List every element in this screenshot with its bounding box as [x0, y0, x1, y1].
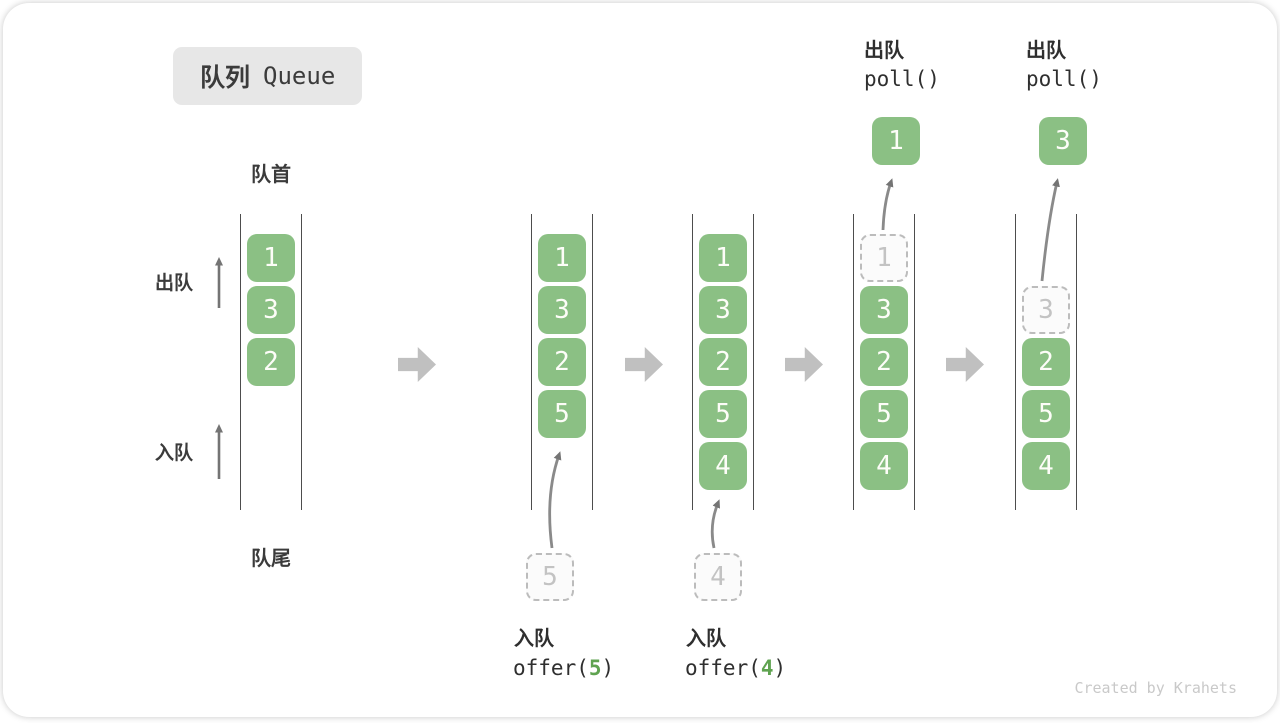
code-arg: 4 [760, 656, 774, 680]
queue-box: 5 [1022, 390, 1070, 438]
label-queue-front: 队首 [251, 162, 291, 186]
queue-channel-state3 [692, 214, 754, 510]
title-zh: 队列 [200, 63, 251, 92]
queue-box: 2 [538, 338, 586, 386]
dequeue-op-name: 出队 [1026, 38, 1066, 62]
code-arg: 5 [588, 656, 602, 680]
queue-box: 2 [247, 338, 295, 386]
label-dequeue-side: 出队 [155, 272, 194, 294]
enqueue-op-name: 入队 [686, 626, 726, 650]
transition-arrow-icon [946, 347, 984, 382]
queue-box: 1 [247, 234, 295, 282]
watermark-credit: Created by Krahets [1074, 679, 1237, 697]
queue-box: 4 [860, 442, 908, 490]
transition-arrow-icon [625, 347, 663, 382]
transition-arrow-icon [785, 347, 823, 382]
enqueue-op-code: offer(5) [513, 656, 614, 680]
queue-box: 5 [860, 390, 908, 438]
code-prefix: offer( [513, 656, 589, 680]
queue-box: 4 [699, 442, 747, 490]
enqueue-op-code: offer(4) [685, 656, 786, 680]
staged-enqueue-box: 4 [694, 553, 742, 601]
queue-box: 3 [538, 286, 586, 334]
dequeue-op-code: poll() [1026, 67, 1102, 91]
queue-box: 1 [699, 234, 747, 282]
queue-box-removed: 1 [860, 234, 908, 282]
dequeued-result-box: 1 [872, 117, 920, 165]
queue-box: 5 [699, 390, 747, 438]
code-prefix: offer( [685, 656, 761, 680]
diagram-card: 队列 Queue 队首 队尾 出队 入队 1 3 2 1 3 2 5 1 3 2… [3, 3, 1277, 717]
code-suffix: ) [601, 656, 615, 680]
dequeued-result-box: 3 [1039, 117, 1087, 165]
queue-box: 4 [1022, 442, 1070, 490]
title-en: Queue [263, 62, 336, 90]
queue-channel-state5 [1015, 214, 1077, 510]
staged-enqueue-box: 5 [526, 553, 574, 601]
queue-box: 3 [860, 286, 908, 334]
queue-box-removed: 3 [1022, 286, 1070, 334]
code-suffix: ) [773, 656, 787, 680]
dequeue-op-name: 出队 [864, 38, 904, 62]
queue-box: 3 [699, 286, 747, 334]
queue-diagram: 队列 Queue 队首 队尾 出队 入队 1 3 2 1 3 2 5 1 3 2… [3, 3, 1277, 717]
queue-channel-state1 [240, 214, 302, 510]
label-queue-rear: 队尾 [251, 546, 291, 570]
transition-arrow-icon [398, 347, 436, 382]
queue-box: 1 [538, 234, 586, 282]
queue-box: 3 [247, 286, 295, 334]
queue-box: 2 [699, 338, 747, 386]
dequeue-op-code: poll() [864, 67, 940, 91]
queue-box: 2 [1022, 338, 1070, 386]
queue-box: 2 [860, 338, 908, 386]
enqueue-op-name: 入队 [514, 626, 554, 650]
title-badge: 队列 Queue [173, 47, 363, 105]
queue-channel-state4 [853, 214, 915, 510]
queue-channel-state2 [531, 214, 593, 510]
label-enqueue-side: 入队 [155, 442, 194, 464]
queue-box: 5 [538, 390, 586, 438]
